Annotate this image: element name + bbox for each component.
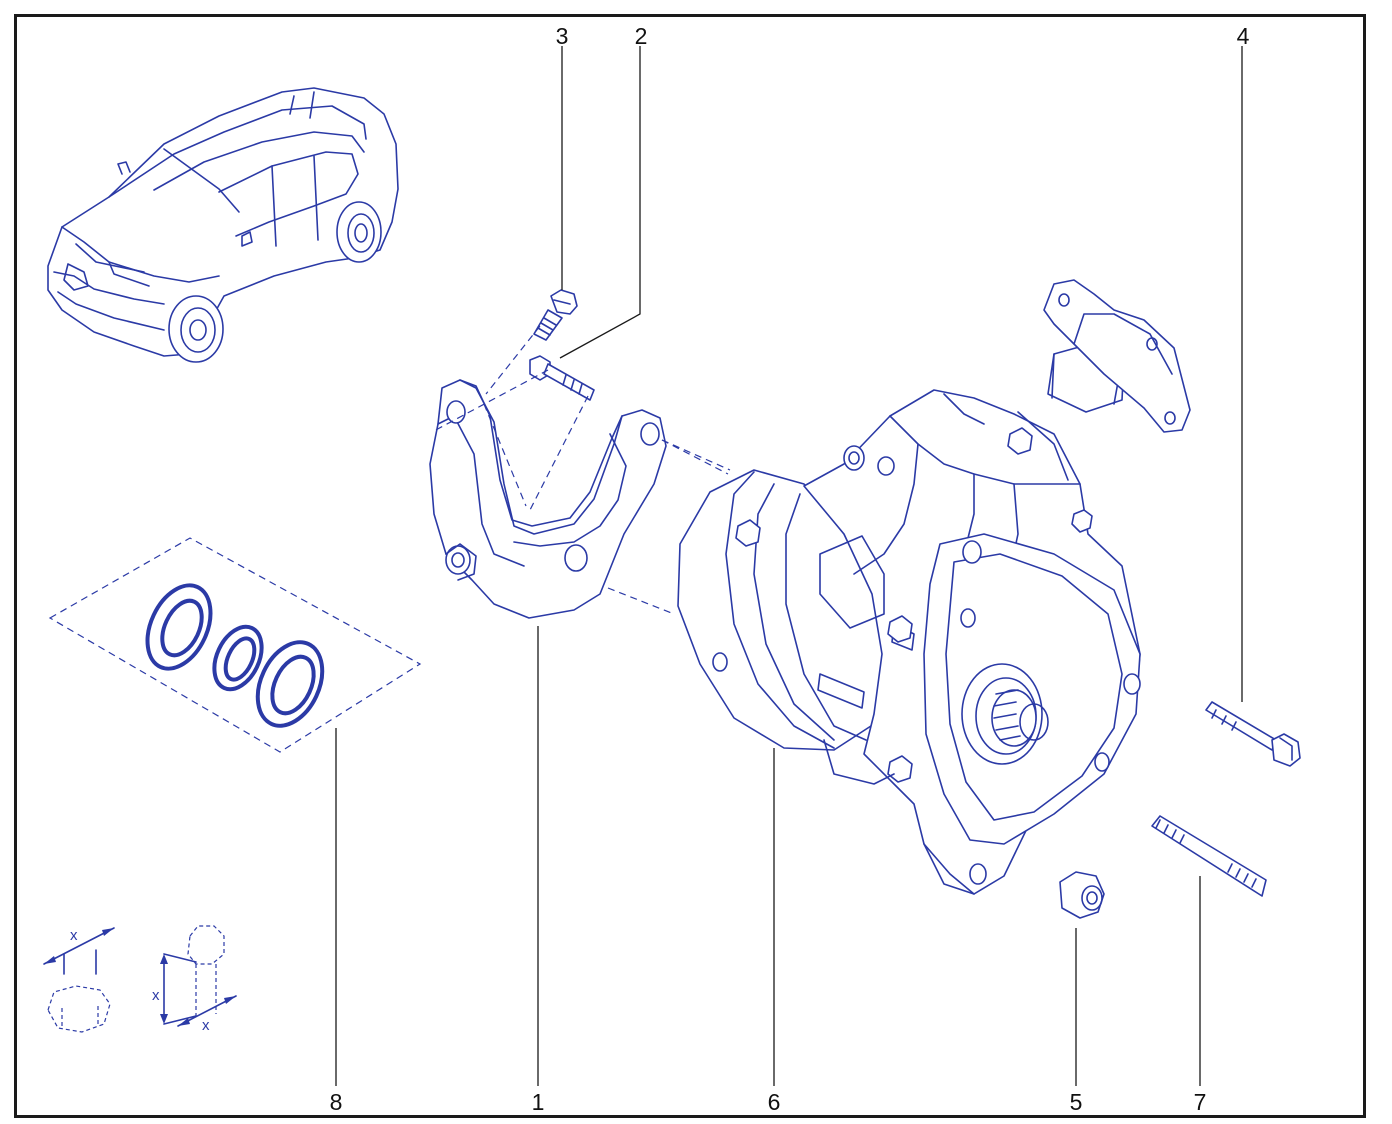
- callout-1: 1: [532, 1089, 545, 1115]
- leader-2: [559, 46, 641, 359]
- callout-6: 6: [768, 1089, 781, 1115]
- stud-part-7: [1151, 815, 1267, 897]
- callout-2: 2: [635, 23, 648, 49]
- leader-lines: [335, 46, 1243, 1086]
- seal-kit-part-8: [48, 537, 422, 753]
- nut-dimension-x: x: [70, 927, 78, 944]
- dimension-legend-bolt: [160, 925, 237, 1027]
- dimension-legend-nut: [43, 927, 115, 1033]
- nut-part-5: [1059, 871, 1105, 919]
- exploded-parts-diagram: x x x 3 2 4 8 1 6 5 7: [14, 14, 1366, 1118]
- bolt-thread-dimension-x: x: [202, 1017, 210, 1034]
- bolt-length-dimension-x: x: [152, 987, 160, 1004]
- bolt-part-2: [529, 355, 595, 401]
- bolt-part-4: [1205, 701, 1301, 767]
- callout-4: 4: [1237, 23, 1250, 49]
- transfer-case-part-6: [661, 279, 1191, 895]
- diagram-frame: x x x 3 2 4 8 1 6 5 7: [14, 14, 1366, 1118]
- callout-5: 5: [1070, 1089, 1083, 1115]
- bracket-part-1: [429, 325, 731, 619]
- callout-8: 8: [330, 1089, 343, 1115]
- bolt-part-3: [533, 289, 578, 341]
- callout-3: 3: [556, 23, 569, 49]
- callout-7: 7: [1194, 1089, 1207, 1115]
- car-illustration: [47, 87, 399, 363]
